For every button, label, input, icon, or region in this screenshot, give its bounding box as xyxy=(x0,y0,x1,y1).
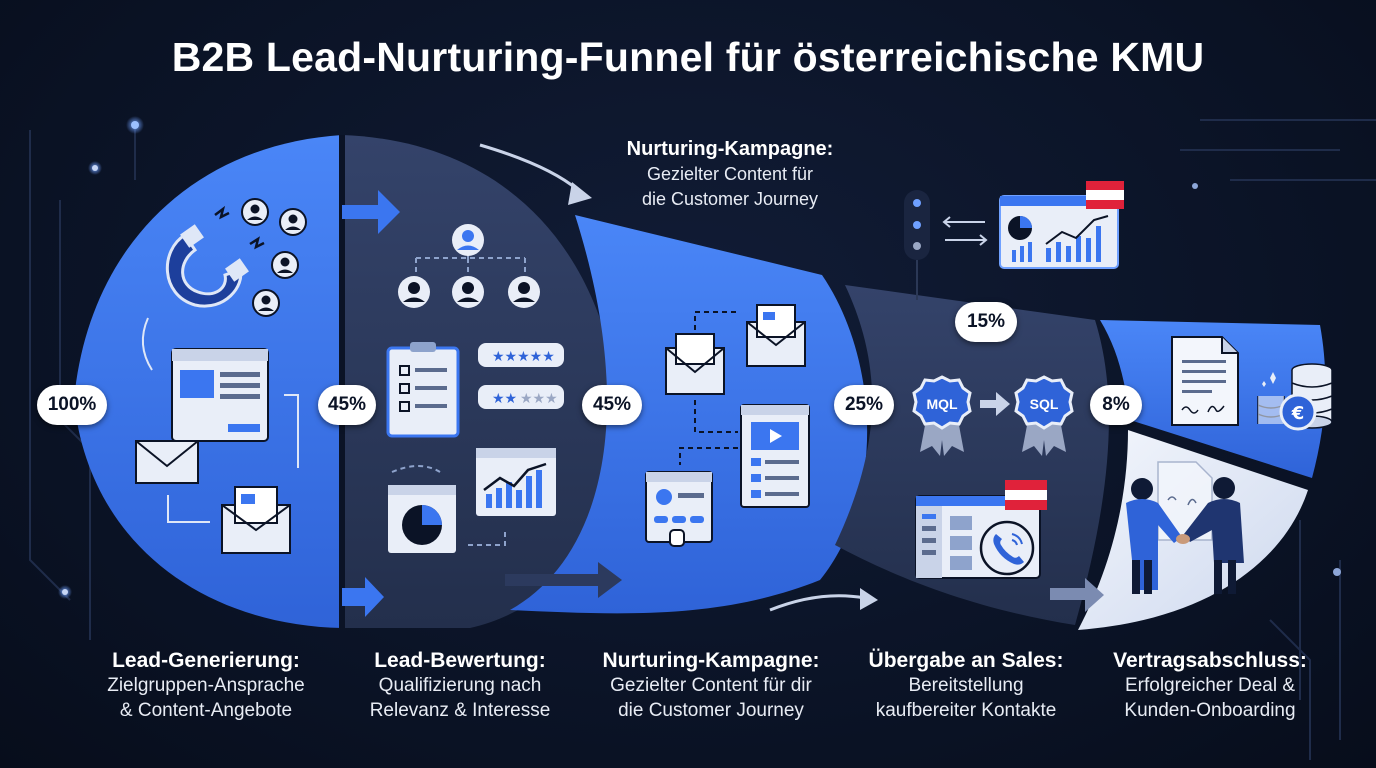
svg-text:★★★★★: ★★★★★ xyxy=(492,349,555,365)
org-chart-icon xyxy=(398,224,540,308)
mql-badge-label: MQL xyxy=(926,396,958,412)
traffic-dots xyxy=(904,190,930,300)
page-title: B2B Lead-Nurturing-Funnel für österreich… xyxy=(171,34,1205,80)
caption-lead-scoring: Lead-Bewertung: Qualifizierung nach Rele… xyxy=(330,648,590,723)
euro-icon: € xyxy=(1279,393,1317,431)
caption-lead-generation: Lead-Generierung: Zielgruppen-Ansprache … xyxy=(76,648,336,723)
caption-line: Kunden-Onboarding xyxy=(1124,700,1296,721)
pct-lead-scoring: 45% xyxy=(318,385,376,425)
caption-contract: Vertragsabschluss: Erfolgreicher Deal & … xyxy=(1080,648,1340,723)
caption-line: Qualifizierung nach xyxy=(378,675,542,696)
handshake-icon xyxy=(1126,461,1244,594)
email-icon xyxy=(665,333,725,395)
email-icon xyxy=(221,486,291,554)
caption-title: Übergabe an Sales: xyxy=(868,649,1064,672)
caption-line: die Customer Journey xyxy=(618,700,804,721)
dashboard-icon xyxy=(999,195,1119,269)
circuit-decoration-left xyxy=(29,125,136,640)
caption-title: Nurturing-Kampagne: xyxy=(602,649,820,672)
video-page-icon xyxy=(740,404,810,508)
pct-nurturing: 45% xyxy=(582,385,642,425)
caption-line: & Content-Angebote xyxy=(119,700,293,721)
austria-flag-icon xyxy=(1005,480,1047,510)
pct-sql: 15% xyxy=(955,302,1017,342)
star-rating-icon: ★★★★★ ★★ ★★★ xyxy=(478,343,564,409)
caption-line: Erfolgreicher Deal & xyxy=(1124,675,1296,696)
svg-text:★★★: ★★★ xyxy=(520,391,558,407)
email-icon xyxy=(135,440,199,484)
pie-chart-icon xyxy=(388,485,456,553)
caption-title: Lead-Generierung: xyxy=(112,649,300,672)
caption-nurturing: Nurturing-Kampagne: Gezielter Content fü… xyxy=(580,648,842,723)
bar-chart-icon xyxy=(476,448,556,516)
caption-line: Gezielter Content für dir xyxy=(610,675,812,696)
webpage-icon xyxy=(171,348,269,442)
pct-sales-handover: 25% xyxy=(834,385,894,425)
caption-title: Vertragsabschluss: xyxy=(1113,649,1307,672)
phone-icon xyxy=(979,520,1035,576)
contract-icon xyxy=(1171,336,1239,426)
svg-text:★★: ★★ xyxy=(492,391,517,407)
circuit-decoration-right xyxy=(1180,119,1376,760)
caption-line: Zielgruppen-Ansprache xyxy=(107,675,305,696)
caption-line: Relevanz & Interesse xyxy=(369,700,551,721)
austria-flag-icon xyxy=(1086,181,1124,209)
top-callout-line2: die Customer Journey xyxy=(641,189,819,209)
top-callout-line1: Gezielter Content für xyxy=(646,164,814,184)
arrows-exchange-icon xyxy=(942,216,988,246)
flow-arrows xyxy=(342,143,1104,617)
checklist-icon xyxy=(386,342,460,438)
caption-sales-handover: Übergabe an Sales: Bereitstellung kaufbe… xyxy=(836,648,1096,723)
pct-contract: 8% xyxy=(1090,385,1142,425)
svg-text:€: € xyxy=(1291,403,1305,424)
caption-title: Lead-Bewertung: xyxy=(374,649,546,672)
magnet-icon xyxy=(165,205,265,308)
top-callout: Nurturing-Kampagne: Gezielter Content fü… xyxy=(600,137,860,212)
sql-badge-icon: SQL xyxy=(1014,375,1074,456)
form-icon xyxy=(645,471,713,547)
mql-badge-icon: MQL xyxy=(912,375,972,456)
pct-lead-generation: 100% xyxy=(37,385,107,425)
glow-dots xyxy=(58,116,1341,599)
mql-to-sql-arrow xyxy=(980,392,1010,416)
caption-line: Bereitstellung xyxy=(908,675,1024,696)
sql-badge-label: SQL xyxy=(1030,396,1059,412)
top-callout-title: Nurturing-Kampagne: xyxy=(626,138,834,160)
caption-line: kaufbereiter Kontakte xyxy=(875,700,1057,721)
email-icon xyxy=(746,304,806,367)
